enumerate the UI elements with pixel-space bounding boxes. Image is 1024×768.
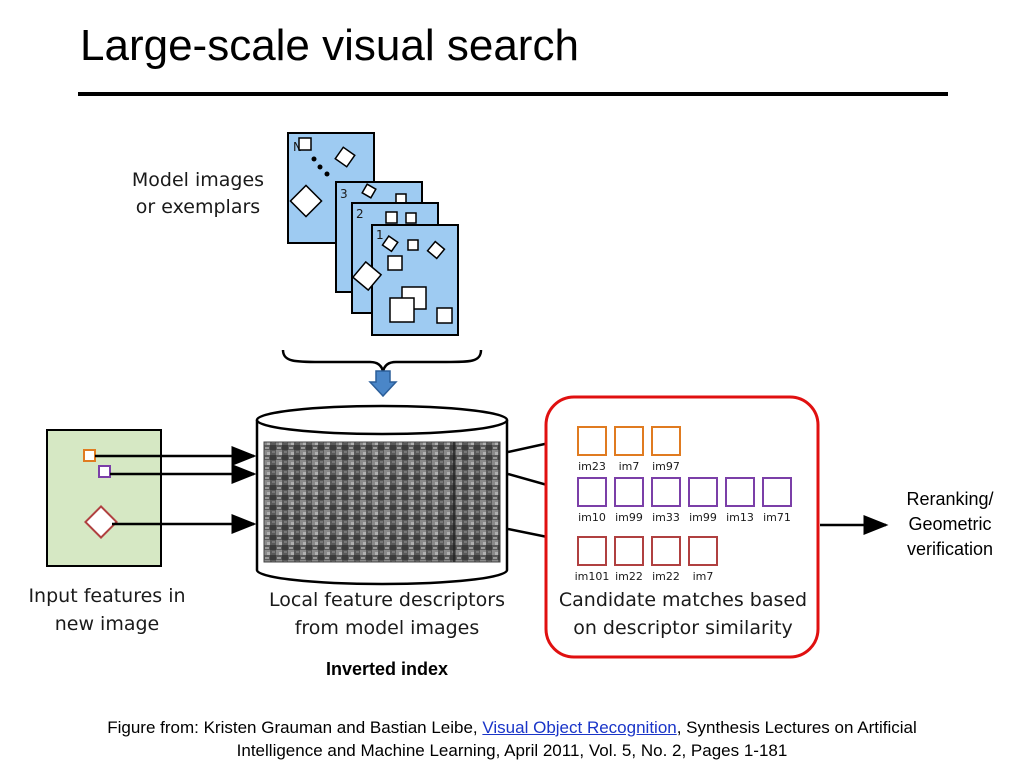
- candidate-match-label: im22: [615, 570, 643, 583]
- candidate-match-box: [577, 426, 607, 456]
- candidate-match-box: [614, 477, 644, 507]
- input-label-2: new image: [55, 613, 160, 635]
- candidate-match-label: im99: [689, 511, 717, 524]
- candidate-match-label: im71: [763, 511, 791, 524]
- inverted-index-caption: Inverted index: [326, 659, 448, 679]
- title-underline: [78, 92, 948, 96]
- model-images-label-2: or exemplars: [136, 196, 260, 218]
- citation-suffix: , Synthesis Lectures on Artificial: [676, 718, 917, 737]
- model-image-1: 1: [351, 224, 459, 336]
- candidate-match-box: [651, 477, 681, 507]
- index-label-1: Local feature descriptors: [269, 589, 505, 611]
- candidate-match-box: [577, 477, 607, 507]
- input-feature-orange: [83, 449, 96, 462]
- candidate-match-label: im23: [578, 460, 606, 473]
- candidate-match-label: im13: [726, 511, 754, 524]
- candidate-match-label: im99: [615, 511, 643, 524]
- descriptor-mosaic: [263, 441, 501, 563]
- candidate-match-box: [762, 477, 792, 507]
- candidate-match-label: im101: [575, 570, 610, 583]
- candidate-match-box: [651, 536, 681, 566]
- citation-line-2: Intelligence and Machine Learning, April…: [236, 741, 788, 760]
- index-label-2: from model images: [295, 617, 480, 639]
- citation-link[interactable]: Visual Object Recognition: [482, 718, 677, 737]
- candidate-match-box: [614, 536, 644, 566]
- page-number-1: 1: [376, 228, 384, 242]
- reranking-label-1: Reranking/: [906, 489, 993, 509]
- page-number-n: N: [293, 140, 302, 154]
- candidate-match-box: [688, 477, 718, 507]
- candidate-match-box: [651, 426, 681, 456]
- input-feature-purple: [98, 465, 111, 478]
- candidates-label-2: on descriptor similarity: [573, 617, 793, 639]
- input-feature-diamond: [84, 505, 118, 539]
- candidate-match-box: [725, 477, 755, 507]
- candidate-match-label: im7: [693, 570, 714, 583]
- candidate-match-label: im33: [652, 511, 680, 524]
- down-arrow-icon: [368, 370, 398, 398]
- candidates-label-1: Candidate matches based: [559, 589, 807, 611]
- inverted-index-cylinder: [255, 404, 509, 586]
- candidate-match-box: [688, 536, 718, 566]
- input-image: [46, 429, 162, 567]
- candidate-match-label: im97: [652, 460, 680, 473]
- page-number-3: 3: [340, 187, 348, 201]
- stack-brace: [281, 349, 483, 373]
- candidate-matches-box: [544, 395, 820, 659]
- candidate-match-label: im10: [578, 511, 606, 524]
- candidate-match-label: im7: [619, 460, 640, 473]
- candidate-rows: im23 im7 im97 im10 im99 im33 im99 im13 im71 im101…: [575, 426, 792, 583]
- citation-prefix: Figure from: Kristen Grauman and Bastian…: [107, 718, 483, 737]
- reranking-label-2: Geometric: [908, 514, 991, 534]
- page-number-2: 2: [356, 207, 364, 221]
- candidate-match-box: [577, 536, 607, 566]
- reranking-label-3: verification: [907, 539, 993, 559]
- slide-title: Large-scale visual search: [80, 21, 579, 70]
- model-images-label-1: Model images: [132, 169, 264, 191]
- model-image-stack: N 3 2 1: [287, 132, 459, 336]
- figure-citation: Figure from: Kristen Grauman and Bastian…: [20, 716, 1004, 762]
- candidate-match-label: im22: [652, 570, 680, 583]
- candidate-match-box: [614, 426, 644, 456]
- input-label-1: Input features in: [28, 585, 185, 607]
